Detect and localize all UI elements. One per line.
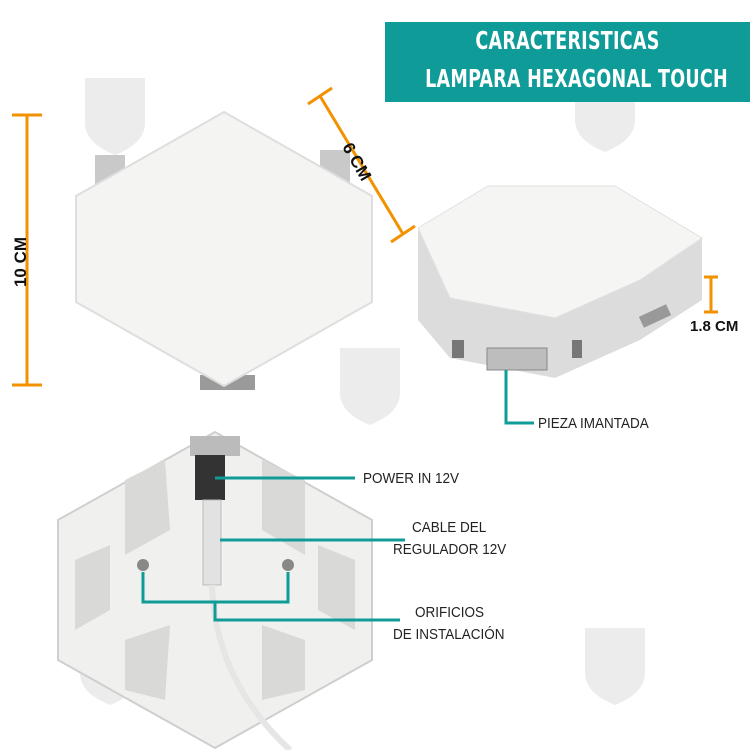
- cable-label-2: REGULADOR 12V: [393, 541, 507, 558]
- dimension-lines: [12, 86, 718, 387]
- holes-label-2: DE INSTALACIÓN: [393, 626, 505, 643]
- callout-lines: [141, 370, 534, 622]
- front-hexagon-panel: [75, 110, 373, 390]
- side-hexagon-panel: [417, 185, 703, 378]
- cable-label-1: CABLE DEL: [412, 519, 487, 536]
- title-line-2: LAMPARA HEXAGONAL TOUCH: [425, 64, 728, 93]
- back-hexagon-panel: [57, 430, 373, 750]
- height-label: 10 CM: [11, 236, 31, 288]
- power-label: POWER IN 12V: [363, 470, 460, 487]
- holes-label-1: ORIFICIOS: [415, 604, 485, 621]
- title-line-1: CARACTERISTICAS: [475, 26, 660, 55]
- thickness-label: 1.8 CM: [690, 318, 739, 335]
- title-banner: CARACTERISTICAS LAMPARA HEXAGONAL TOUCH: [385, 22, 750, 102]
- magnet-label: PIEZA IMANTADA: [538, 415, 649, 432]
